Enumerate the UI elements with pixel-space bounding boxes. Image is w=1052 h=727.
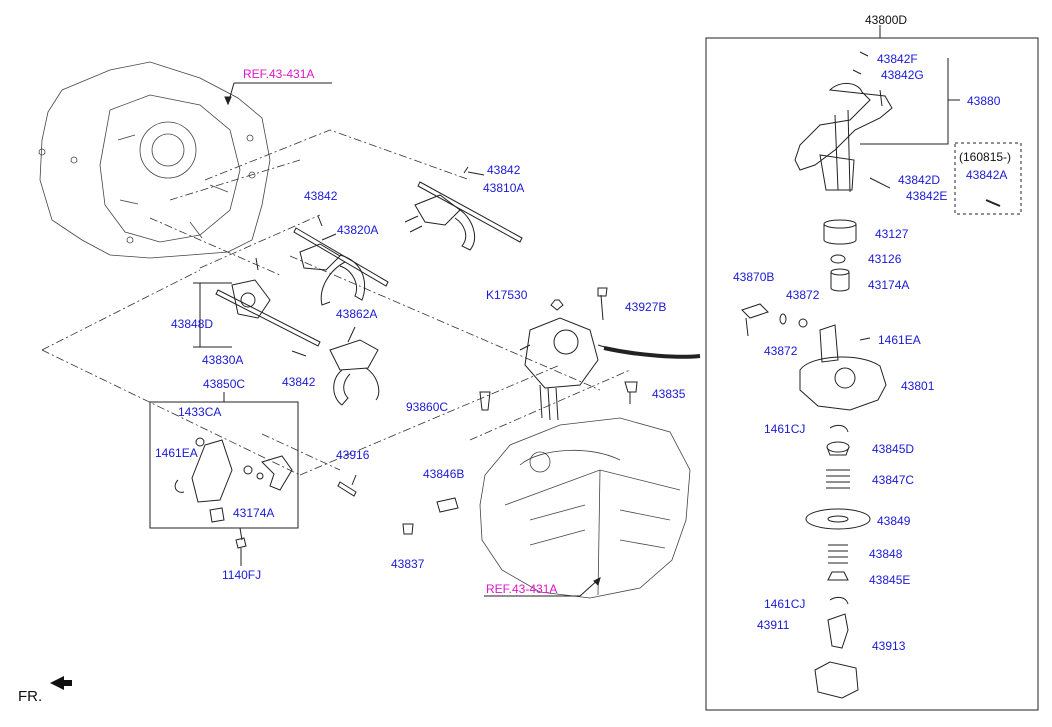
- select-lever-illustration: [174, 437, 293, 523]
- shift-fork-43862a-illustration: [291, 326, 380, 406]
- shift-fork-43820a-illustration: [293, 215, 389, 306]
- part-43849[interactable]: 43849: [877, 514, 911, 528]
- part-43911[interactable]: 43911: [757, 618, 790, 632]
- part-43126[interactable]: 43126: [868, 252, 902, 266]
- front-direction-label: FR.: [18, 688, 43, 705]
- transmission-case-top-illustration: [38, 61, 271, 259]
- part-43801[interactable]: 43801: [901, 379, 935, 393]
- shift-control-assembly-illustration: [519, 317, 609, 421]
- part-43837[interactable]: 43837: [391, 557, 425, 571]
- assembly-box-43850c: [149, 401, 299, 529]
- part-43810a[interactable]: 43810A: [483, 181, 525, 195]
- part-43842a[interactable]: 43842A: [966, 168, 1008, 182]
- part-43847c[interactable]: 43847C: [872, 473, 915, 487]
- part-43842-mid[interactable]: 43842: [304, 189, 338, 203]
- shift-fork-43810a-illustration: [404, 166, 523, 251]
- part-43848d[interactable]: 43848D: [171, 317, 214, 331]
- reference-link-top[interactable]: REF.43-431A: [243, 67, 315, 81]
- part-43842g[interactable]: 43842G: [881, 68, 924, 82]
- part-43842-top[interactable]: 43842: [487, 163, 521, 177]
- variant-box: [954, 142, 1022, 215]
- part-43174a-left[interactable]: 43174A: [233, 506, 275, 520]
- part-43842f[interactable]: 43842F: [877, 52, 918, 66]
- part-1461ea-right[interactable]: 1461EA: [878, 333, 921, 347]
- part-43872-lower[interactable]: 43872: [764, 344, 798, 358]
- part-1140fj[interactable]: 1140FJ: [222, 568, 262, 582]
- part-43848[interactable]: 43848: [869, 547, 903, 561]
- shift-rod-43830a-illustration: [193, 257, 321, 348]
- part-43842d[interactable]: 43842D: [898, 173, 941, 187]
- part-43846b[interactable]: 43846B: [423, 467, 465, 481]
- right-stack-illustration: [741, 219, 887, 699]
- part-43842-low[interactable]: 43842: [282, 375, 316, 389]
- part-43845d[interactable]: 43845D: [872, 442, 915, 456]
- variant-note: (160815-): [959, 150, 1012, 164]
- assembly-title-label[interactable]: 43800D: [865, 13, 908, 27]
- part-1461cj-lower[interactable]: 1461CJ: [764, 597, 806, 611]
- part-43127[interactable]: 43127: [875, 227, 909, 241]
- part-93860c[interactable]: 93860C: [406, 400, 449, 414]
- part-43850c[interactable]: 43850C: [203, 377, 246, 391]
- part-43842e[interactable]: 43842E: [906, 189, 948, 203]
- part-43820a[interactable]: 43820A: [337, 223, 379, 237]
- part-43916[interactable]: 43916: [336, 448, 370, 462]
- part-43870b[interactable]: 43870B: [733, 270, 775, 284]
- front-arrow-icon: [50, 676, 72, 690]
- part-43872-upper[interactable]: 43872: [786, 288, 820, 302]
- part-43845e[interactable]: 43845E: [869, 573, 911, 587]
- part-1433ca[interactable]: 1433CA: [178, 405, 222, 419]
- part-43835[interactable]: 43835: [652, 387, 686, 401]
- shift-lever-43880-illustration: [794, 51, 893, 193]
- reference-link-bottom[interactable]: REF.43-431A: [486, 582, 558, 596]
- part-k17530[interactable]: K17530: [486, 288, 528, 302]
- part-43913[interactable]: 43913: [872, 639, 906, 653]
- transmission-case-bottom-illustration: [479, 417, 691, 599]
- part-43830a[interactable]: 43830A: [202, 353, 244, 367]
- part-43880[interactable]: 43880: [967, 94, 1001, 108]
- part-43174a-right[interactable]: 43174A: [868, 278, 910, 292]
- part-1461cj-upper[interactable]: 1461CJ: [764, 422, 806, 436]
- part-1461ea-left[interactable]: 1461EA: [155, 446, 198, 460]
- part-43927b[interactable]: 43927B: [625, 300, 667, 314]
- part-43862a[interactable]: 43862A: [336, 307, 378, 321]
- assembly-box-43800d: [705, 37, 1039, 711]
